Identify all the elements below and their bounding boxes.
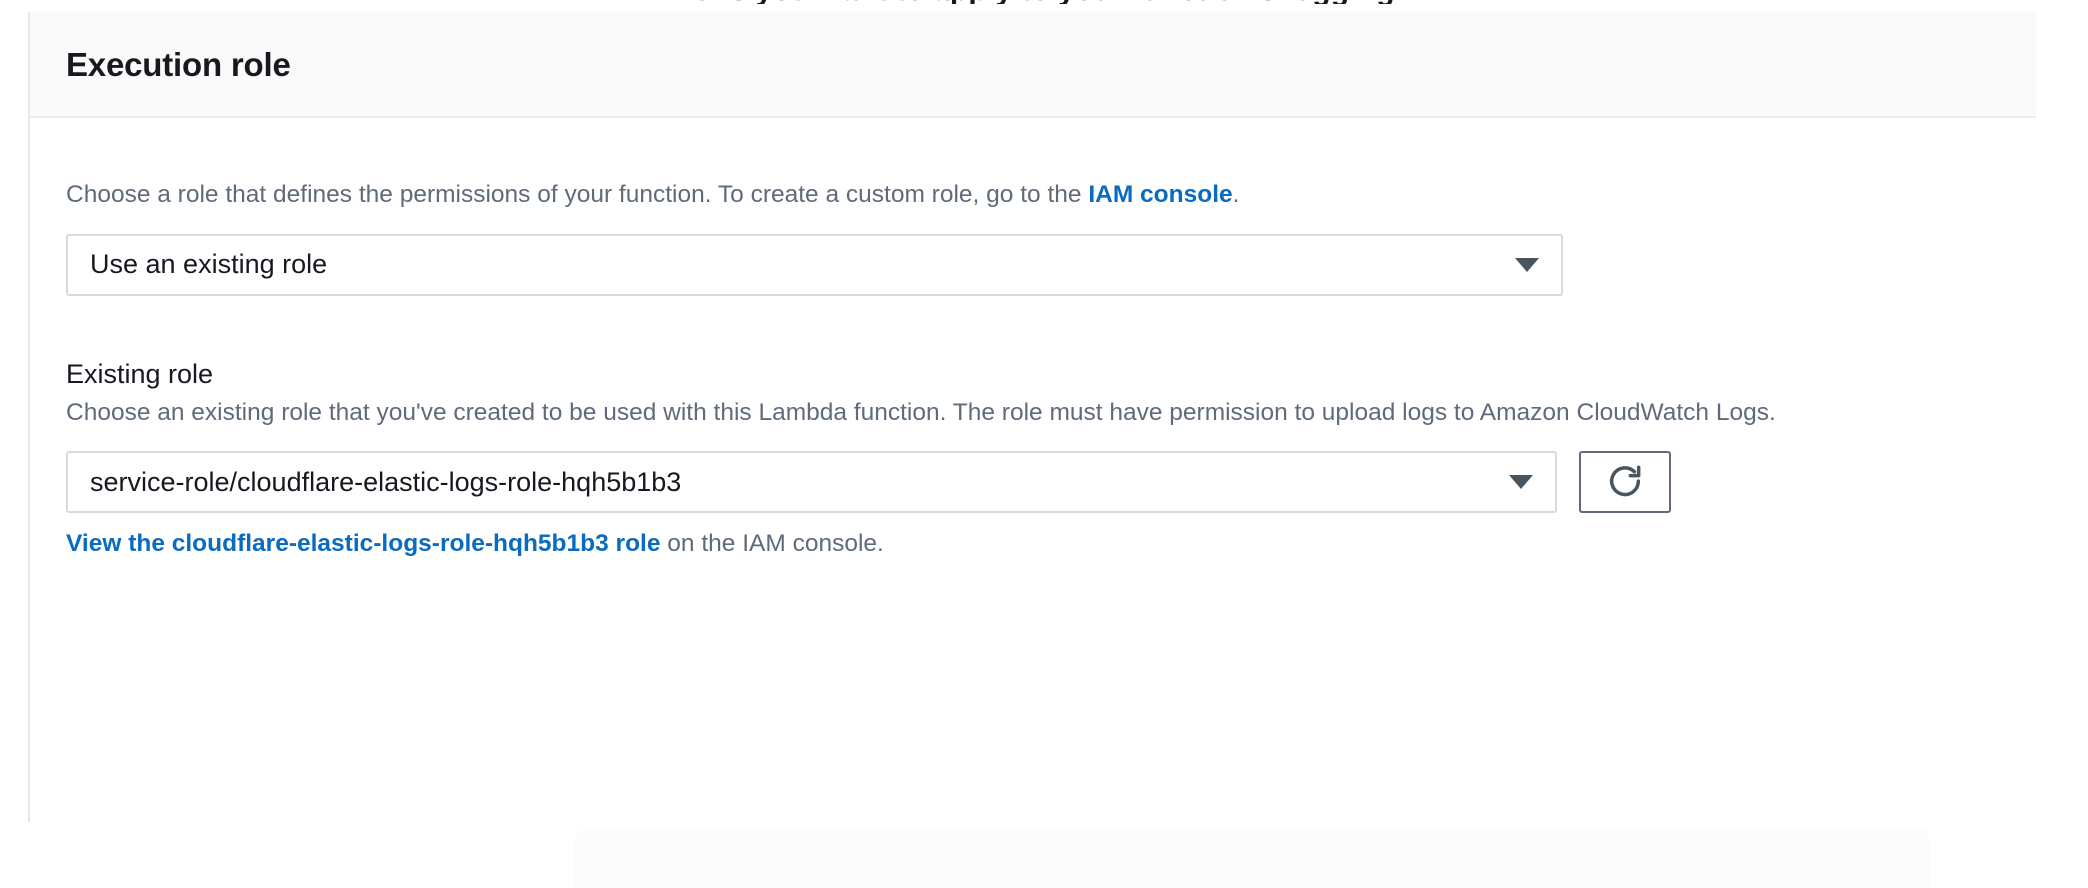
- iam-console-link[interactable]: IAM console: [1088, 181, 1233, 208]
- page-title: Execution role: [66, 45, 291, 83]
- existing-role-label: Existing role: [66, 358, 214, 389]
- chevron-down-icon: [1509, 475, 1533, 490]
- clipped-heading-above-panel: ons you want to apply to your function's…: [0, 0, 2088, 4]
- role-choice-description-suffix: .: [1232, 181, 1240, 208]
- execution-role-select[interactable]: Use an existing role: [66, 233, 1563, 296]
- view-role-footnote-suffix: on the IAM console.: [660, 530, 884, 558]
- panel-header: Execution role: [30, 12, 2036, 118]
- role-choice-field: Use an existing role: [66, 233, 2036, 296]
- panel-body: Choose a role that defines the permissio…: [30, 118, 2036, 822]
- existing-role-select[interactable]: service-role/cloudflare-elastic-logs-rol…: [66, 451, 1557, 514]
- existing-role-control-row: service-role/cloudflare-elastic-logs-rol…: [66, 451, 2036, 514]
- role-choice-description-prefix: Choose a role that defines the permissio…: [66, 181, 1089, 208]
- existing-role-description: Choose an existing role that you've crea…: [66, 398, 1776, 426]
- existing-role-field: Existing role Choose an existing role th…: [66, 358, 2036, 561]
- execution-role-select-value: Use an existing role: [90, 249, 328, 280]
- refresh-roles-button[interactable]: [1579, 451, 1671, 514]
- existing-role-footnote: View the cloudflare-elastic-logs-role-hq…: [66, 527, 2036, 560]
- role-choice-description: Choose a role that defines the permissio…: [66, 178, 2036, 212]
- view-role-link[interactable]: View the cloudflare-elastic-logs-role-hq…: [66, 530, 661, 558]
- chevron-down-icon: [1515, 257, 1539, 272]
- background-panel-peek: [575, 828, 1930, 888]
- execution-role-panel: Execution role Choose a role that define…: [28, 12, 2036, 822]
- existing-role-select-value: service-role/cloudflare-elastic-logs-rol…: [90, 466, 682, 497]
- refresh-icon: [1605, 462, 1645, 502]
